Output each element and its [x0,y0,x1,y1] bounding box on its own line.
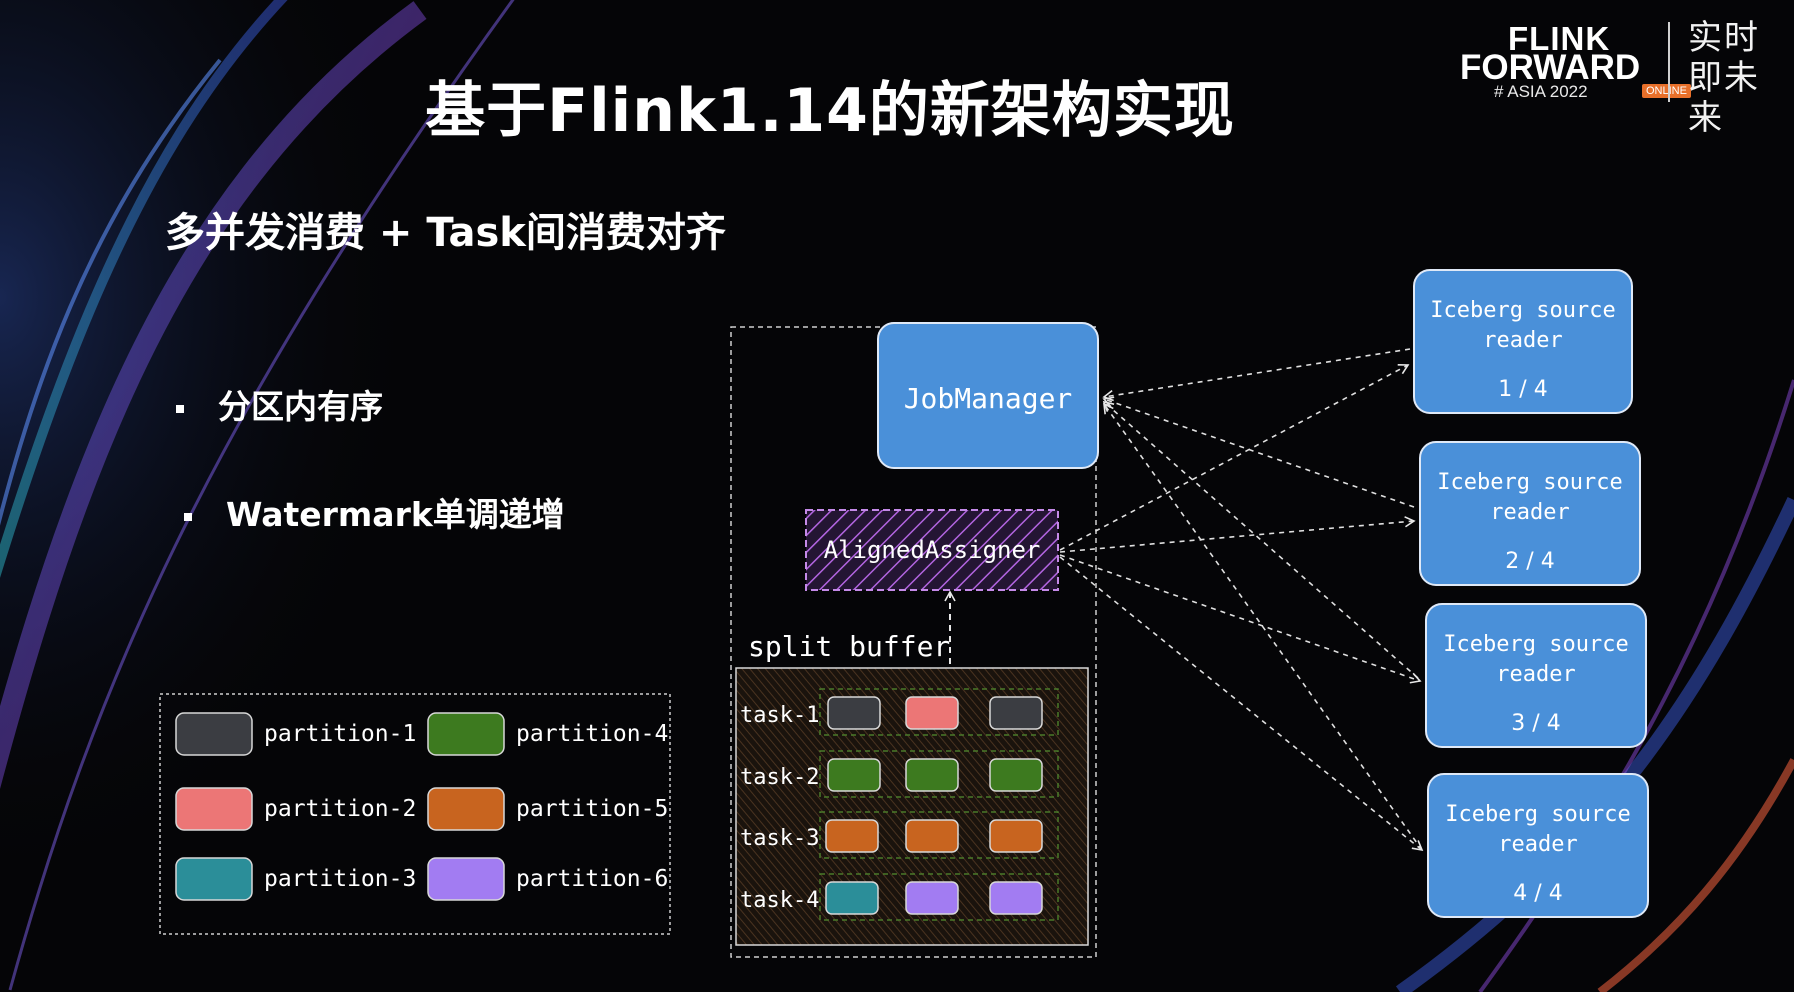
task-label: task-1 [740,703,819,728]
legend-swatch [427,787,505,831]
source-reader-label: reader [1490,500,1569,525]
legend-swatch [175,712,253,756]
source-reader-1: Iceberg source reader 1 / 4 [1413,269,1633,414]
legend-label: partition-3 [264,866,416,892]
assignment-arrow-5 [1059,364,1410,551]
legend-item-partition-3: partition-3 [175,857,416,901]
source-reader-3: Iceberg source reader 3 / 4 [1425,603,1647,748]
source-reader-label: Iceberg source [1437,470,1622,495]
split-block-partition-4 [905,758,959,792]
source-reader-box [1413,269,1633,414]
legend-item-partition-1: partition-1 [175,712,416,756]
split-block-partition-5 [825,819,879,853]
source-reader-label: Iceberg source [1445,802,1630,827]
source-reader-label: Iceberg source [1443,632,1628,657]
assignment-arrows [1059,348,1424,852]
split-block-partition-3 [825,881,879,915]
split-block-partition-5 [905,819,959,853]
flink-forward-logo: FLINK FORWARD # ASIA 2022 ONLINE 实时即未来 [1460,18,1780,138]
legend-item-partition-5: partition-5 [427,787,668,831]
partition-legend: partition-1 partition-4 partition-2 partiti… [175,712,668,901]
logo-badge: ONLINE [1642,84,1691,98]
task-label: task-2 [740,765,819,790]
bullet-item-2: Watermark单调递增 [184,488,565,536]
task-label: task-3 [740,826,819,851]
legend-label: partition-2 [264,796,416,822]
legend-label: partition-4 [516,721,668,747]
source-readers: Iceberg source reader 1 / 4 Iceberg source r… [1413,269,1649,918]
bullet-text: Watermark单调递增 [226,495,565,534]
job-manager-box: JobManager [877,322,1099,469]
assignment-arrow-2 [1102,396,1415,508]
logo-slogan: 实时即未来 [1688,18,1760,138]
source-reader-index: 2 / 4 [1505,549,1554,574]
split-block-partition-5 [989,819,1043,853]
source-reader-box [1427,773,1649,918]
split-block-partition-6 [989,881,1043,915]
task-row-1: task-1 [740,688,1059,736]
source-reader-4: Iceberg source reader 4 / 4 [1427,773,1649,918]
source-reader-box [1419,441,1641,586]
assignment-arrow-4 [1103,402,1423,851]
task-row-frame [819,688,1059,736]
legend-label: partition-1 [264,721,416,747]
task-row-frame [819,811,1059,859]
legend-item-partition-6: partition-6 [427,857,668,901]
legend-swatch [427,712,505,756]
source-reader-index: 3 / 4 [1511,711,1560,736]
logo-line-2: FORWARD [1460,48,1641,87]
legend-label: partition-5 [516,796,668,822]
assignment-arrow-1 [1102,348,1411,402]
source-reader-index: 1 / 4 [1498,377,1547,402]
source-reader-index: 4 / 4 [1513,881,1562,906]
bullet-marker [176,404,184,413]
source-reader-label: reader [1496,662,1575,687]
source-reader-box [1425,603,1647,748]
aligned-assigner-label: AlignedAssigner [824,536,1041,564]
legend-box [159,693,671,935]
task-row-frame [819,873,1059,921]
page-subtitle: 多并发消费 + Task间消费对齐 [165,210,726,256]
split-block-partition-4 [827,758,881,792]
task-label: task-4 [740,888,819,913]
task-row-4: task-4 [740,873,1059,921]
split-block-partition-1 [827,696,881,730]
logo-line-1: FLINK [1508,20,1611,57]
job-manager-label: JobManager [904,382,1073,415]
assignment-arrow-6 [1059,516,1416,553]
split-buffer-label: split buffer [748,630,950,663]
source-reader-label: reader [1483,328,1562,353]
source-reader-label: reader [1498,832,1577,857]
legend-label: partition-6 [516,866,668,892]
legend-item-partition-4: partition-4 [427,712,668,756]
bullet-marker [184,512,192,521]
split-block-partition-6 [905,881,959,915]
task-row-2: task-2 [740,750,1059,798]
legend-item-partition-2: partition-2 [175,787,416,831]
assignment-arrow-8 [1059,556,1424,852]
legend-swatch [427,857,505,901]
task-row-frame [819,750,1059,798]
logo-line-3: # ASIA 2022 [1494,82,1588,101]
legend-swatch [175,787,253,831]
bullet-text: 分区内有序 [218,387,383,426]
logo-separator [1668,22,1670,102]
page-title: 基于Flink1.14的新架构实现 [425,76,1235,146]
task-rows: task-1 task-2 task-3 task-4 [740,688,1059,921]
split-block-partition-4 [989,758,1043,792]
source-reader-2: Iceberg source reader 2 / 4 [1419,441,1641,586]
aligned-assigner-box: AlignedAssigner [805,509,1059,591]
source-reader-label: Iceberg source [1430,298,1615,323]
assignment-arrow-7 [1059,554,1422,684]
task-row-3: task-3 [740,811,1059,859]
bullet-item-1: 分区内有序 [176,380,383,428]
split-block-partition-2 [905,696,959,730]
legend-swatch [175,857,253,901]
split-block-partition-1 [989,696,1043,730]
assignment-arrow-3 [1102,400,1419,679]
